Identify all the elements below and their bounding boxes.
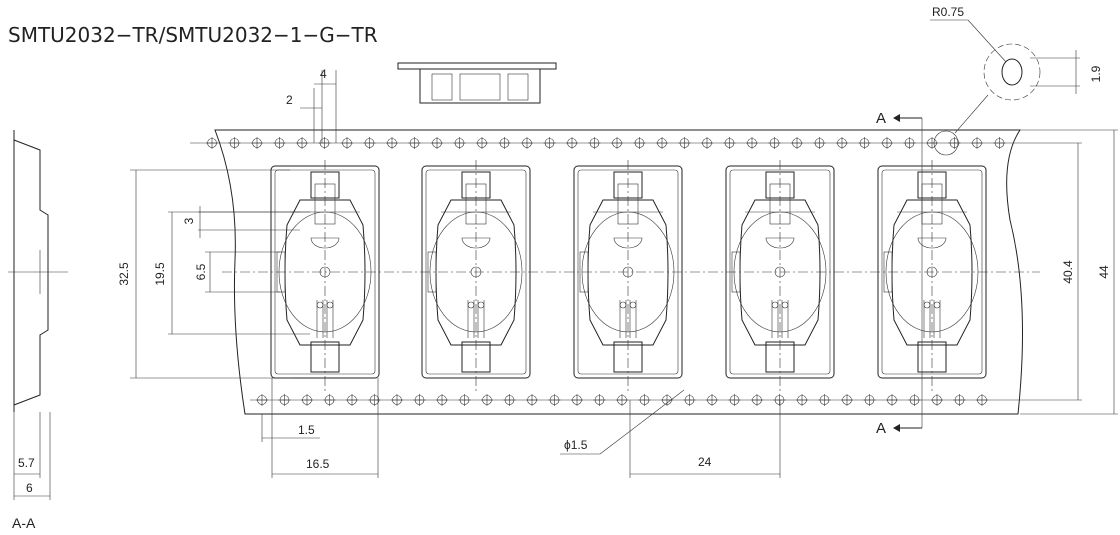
dim-hole-height: 1.9 <box>1089 65 1103 82</box>
right-dimensions: 40.4 44 <box>1010 129 1118 415</box>
component-pockets <box>270 160 987 392</box>
pocket <box>573 160 683 392</box>
section-marker-top: A <box>876 110 886 127</box>
section-markers: A A <box>876 110 923 437</box>
dim-section-depth: 5.7 <box>18 456 35 470</box>
pocket <box>421 160 531 392</box>
dim-pocket-width: 16.5 <box>306 457 330 471</box>
sprocket-holes-bottom <box>256 394 988 406</box>
left-dimensions: 32.5 19.5 6.5 3 <box>117 169 310 379</box>
pocket <box>877 160 987 392</box>
carrier-tape <box>190 129 1040 415</box>
hole-detail: 1.9 R0.75 <box>930 5 1103 156</box>
bottom-dimensions: 16.5 1.5 24 ϕ1.5 <box>261 378 781 478</box>
section-label: A-A <box>12 515 36 531</box>
dim-edge-offset: 1.5 <box>298 423 315 437</box>
holder-top-view <box>397 62 557 104</box>
dim-pitch: 24 <box>698 455 712 469</box>
dim-clip-offset: 3 <box>182 217 196 224</box>
pocket <box>270 160 380 392</box>
dim-section-total: 6 <box>26 481 33 495</box>
section-marker-bottom: A <box>876 420 886 437</box>
sprocket-holes-top <box>206 137 1006 149</box>
dim-hole-offset: 2 <box>286 93 293 107</box>
dim-pocket-inner: 19.5 <box>153 262 167 286</box>
dim-hole-pitch-group: 4 2 <box>286 67 337 143</box>
drawing-title: SMTU2032−TR/SMTU2032−1−G−TR <box>8 23 378 47</box>
dim-hole-to-hole: 40.4 <box>1061 260 1075 284</box>
dim-tape-width: 44 <box>1097 265 1111 279</box>
dim-center-gap: 6.5 <box>194 263 208 280</box>
dim-pocket-length: 32.5 <box>117 262 131 286</box>
pocket <box>725 160 835 392</box>
dim-hole-pitch: 4 <box>320 67 327 81</box>
section-view: 5.7 6 A-A <box>8 130 68 531</box>
dim-hole-radius: R0.75 <box>932 5 964 19</box>
dim-hole-diameter: ϕ1.5 <box>564 438 588 452</box>
